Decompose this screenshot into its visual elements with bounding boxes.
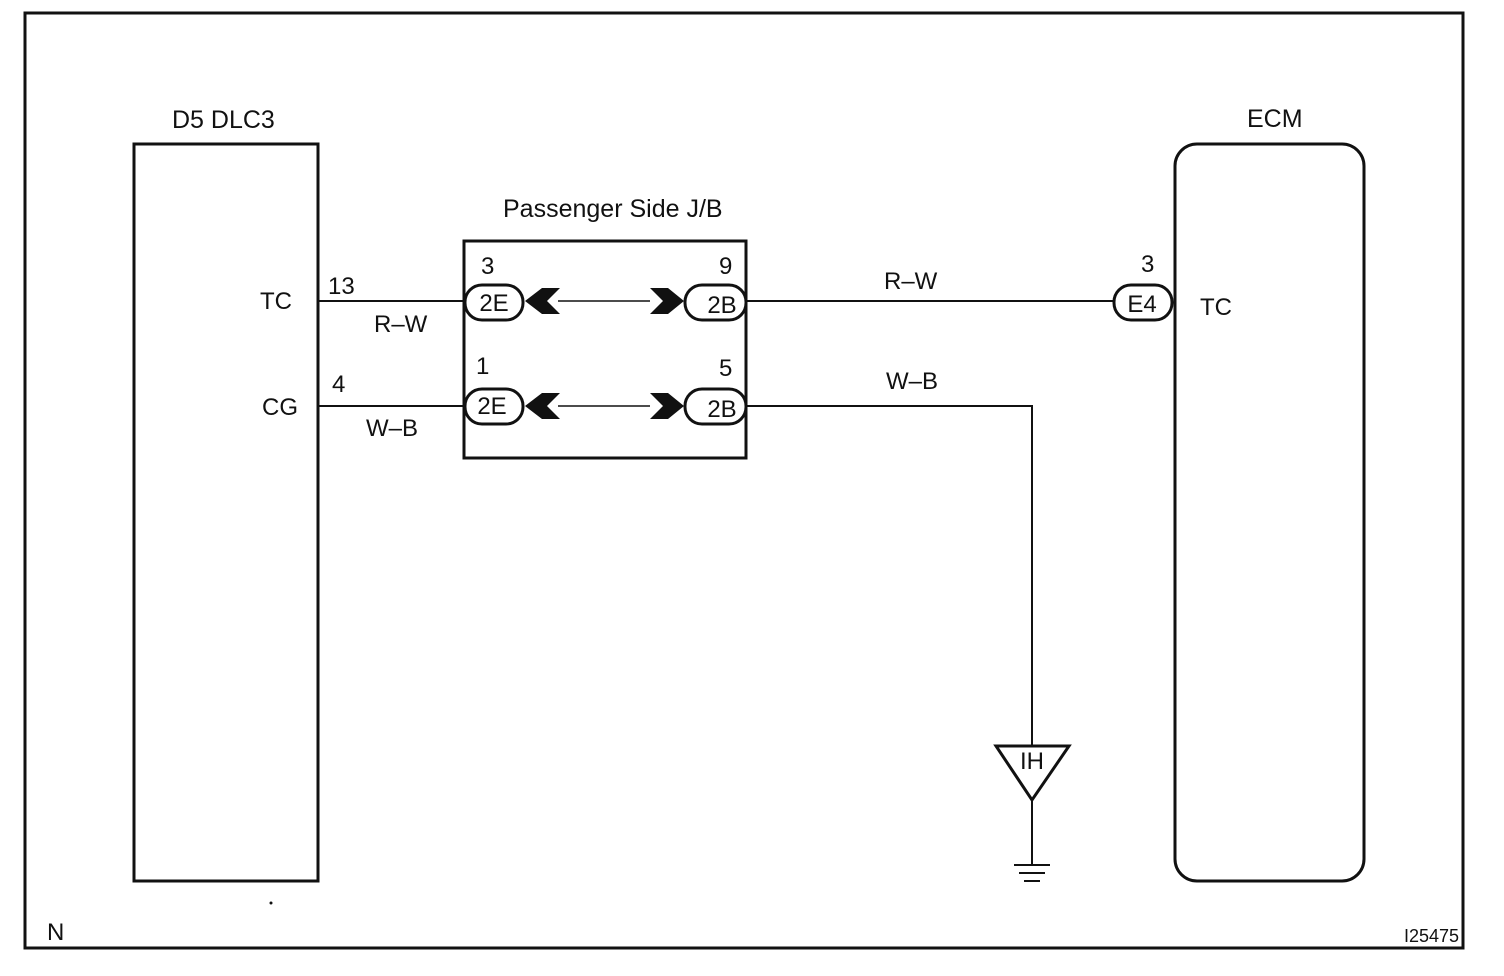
wire-cg-right — [746, 405, 1033, 746]
jb-row1-left-connector-label: 2E — [479, 290, 508, 317]
jb-row1-right-connector — [683, 283, 748, 322]
jb-row1-right-connector-label: 2B — [707, 292, 736, 319]
ecm: ECM 3 E4 TC — [1112, 105, 1366, 883]
dlc3-pin-cg-number: 4 — [332, 371, 345, 398]
dlc3-pin-tc-label: TC — [260, 288, 292, 315]
junction-block-box — [462, 239, 748, 460]
ecm-pin-number: 3 — [1141, 251, 1154, 278]
jb-row1-left-connector — [463, 283, 525, 322]
stray-dot — [269, 901, 273, 905]
ecm-connector — [1112, 283, 1174, 322]
jb-row1-right-pin: 9 — [719, 253, 732, 280]
ground-code: IH — [1020, 748, 1044, 775]
jb-row1-left-pin: 3 — [481, 253, 494, 280]
wire-cg-right-color: W–B — [886, 368, 938, 395]
junction-block: Passenger Side J/B 3 9 2E 2B 1 5 2E 2B — [462, 195, 748, 460]
ecm-box — [1173, 142, 1366, 883]
ground-triangle — [993, 744, 1072, 803]
wire-tc-right-color: R–W — [884, 268, 938, 295]
jb-row1-right-arrowhead — [650, 288, 684, 314]
corner-label: N — [47, 919, 64, 946]
jb-row2-left-pin: 1 — [476, 353, 489, 380]
ecm-connector-label: E4 — [1127, 291, 1156, 318]
diagram-frame — [23, 11, 1465, 950]
figure-id: I25475 — [1404, 926, 1459, 946]
wire-tc-left-color: R–W — [374, 311, 428, 338]
dlc3-connector: D5 DLC3 TC CG 13 4 — [132, 106, 355, 883]
jb-row2-right-arrowhead — [650, 393, 684, 419]
ground-symbol — [1014, 864, 1050, 882]
wires — [318, 300, 1116, 746]
ground-point: IH — [993, 744, 1072, 882]
jb-row2-right-connector-label: 2B — [707, 396, 736, 423]
jb-row1-left-arrowhead — [525, 288, 560, 314]
jb-row2-right-connector — [683, 387, 748, 426]
jb-row2-left-connector — [463, 387, 525, 426]
dlc3-box — [132, 142, 320, 883]
dlc3-pin-tc-number: 13 — [328, 273, 355, 300]
ecm-pin-tc-label: TC — [1200, 294, 1232, 321]
jb-row2-right-pin: 5 — [719, 355, 732, 382]
jb-row2-left-arrowhead — [525, 393, 560, 419]
jb-row2-left-connector-label: 2E — [477, 393, 506, 420]
ecm-title: ECM — [1247, 105, 1303, 133]
dlc3-pin-cg-label: CG — [262, 394, 298, 421]
junction-block-title: Passenger Side J/B — [503, 195, 723, 223]
wire-cg-left-color: W–B — [366, 415, 418, 442]
dlc3-title: D5 DLC3 — [172, 106, 275, 134]
